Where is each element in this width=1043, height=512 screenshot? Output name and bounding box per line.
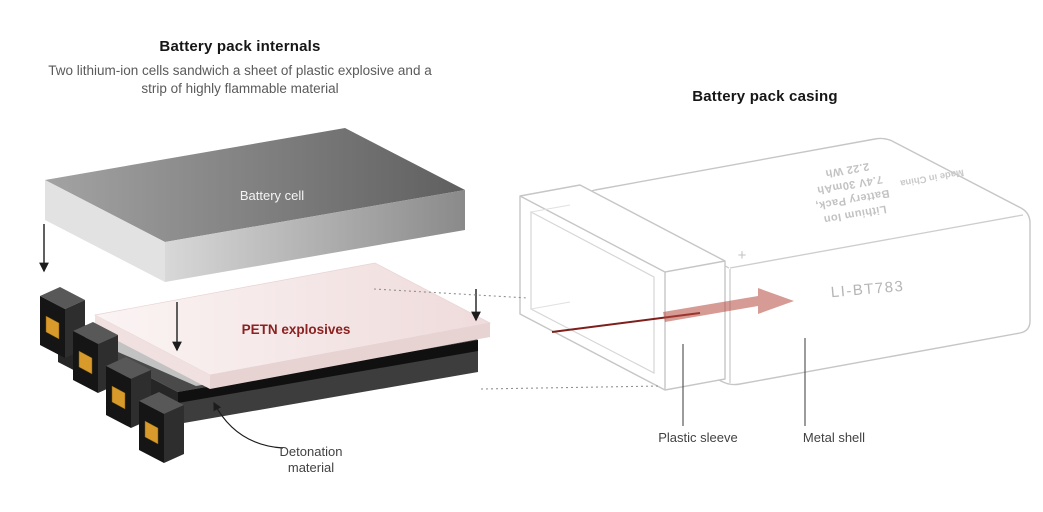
connector-top	[40, 287, 85, 309]
casing-title: Battery pack casing	[692, 88, 838, 105]
model-number: LI-BT783	[830, 278, 905, 301]
internals-title: Battery pack internals	[159, 38, 321, 55]
petn-label: PETN explosives	[242, 322, 351, 337]
insertion-arrow-head	[663, 288, 794, 322]
battery-cell-label: Battery cell	[240, 188, 304, 203]
projection-line-bottom	[480, 385, 662, 390]
petn-left-face	[95, 315, 210, 389]
gold-contact	[111, 385, 126, 410]
detonation-material-label: Detonation material	[254, 444, 368, 476]
projection-lines	[373, 288, 662, 390]
petn-front-face	[210, 323, 490, 389]
gold-contact	[144, 420, 159, 445]
plastic-sleeve	[519, 184, 726, 391]
plastic-sleeve-label: Plastic sleeve	[658, 430, 738, 445]
connector-block	[139, 392, 184, 463]
connector-blocks	[40, 287, 184, 463]
gold-contact	[78, 350, 93, 375]
battery-cell-left-face	[45, 180, 165, 282]
plastic-sleeve-edges	[519, 195, 726, 389]
battery-cell-front-face	[165, 190, 465, 282]
internals-subtitle-line1: Two lithium-ion cells sandwich a sheet o…	[48, 63, 432, 78]
connector-top	[73, 322, 118, 344]
connector-side	[164, 405, 184, 463]
battery-cell: Battery cell	[45, 128, 465, 282]
plastic-sleeve-inner-depth	[530, 204, 571, 310]
metal-shell-label: Metal shell	[802, 430, 866, 445]
connector-block	[106, 357, 151, 428]
polarity-mark: +	[738, 247, 747, 264]
internals-subtitle: Two lithium-ion cells sandwich a sheet o…	[30, 62, 450, 98]
casing-header: Battery pack casing	[612, 88, 918, 105]
detonation-label-line2: material	[287, 459, 335, 475]
insertion-arrow	[551, 288, 794, 333]
detonation-material-strip	[178, 340, 478, 403]
battery-cell-top-face	[45, 128, 465, 242]
assembly-arrows	[39, 224, 481, 352]
plastic-sleeve-body	[519, 184, 726, 391]
projection-line-top	[373, 288, 529, 299]
connector-top	[139, 392, 184, 414]
gold-contact	[45, 315, 60, 340]
petn-layer: PETN explosives	[93, 262, 492, 389]
plastic-sleeve-inner-rim	[530, 211, 655, 374]
detonation-pointer-arrow	[213, 401, 284, 449]
internals-header: Battery pack internals	[88, 38, 392, 55]
connector-top	[106, 357, 151, 379]
internals-subtitle-line2: strip of highly flammable material	[141, 80, 339, 96]
detonation-label-line1: Detonation	[279, 444, 343, 459]
casing-leader-lines	[682, 338, 806, 426]
